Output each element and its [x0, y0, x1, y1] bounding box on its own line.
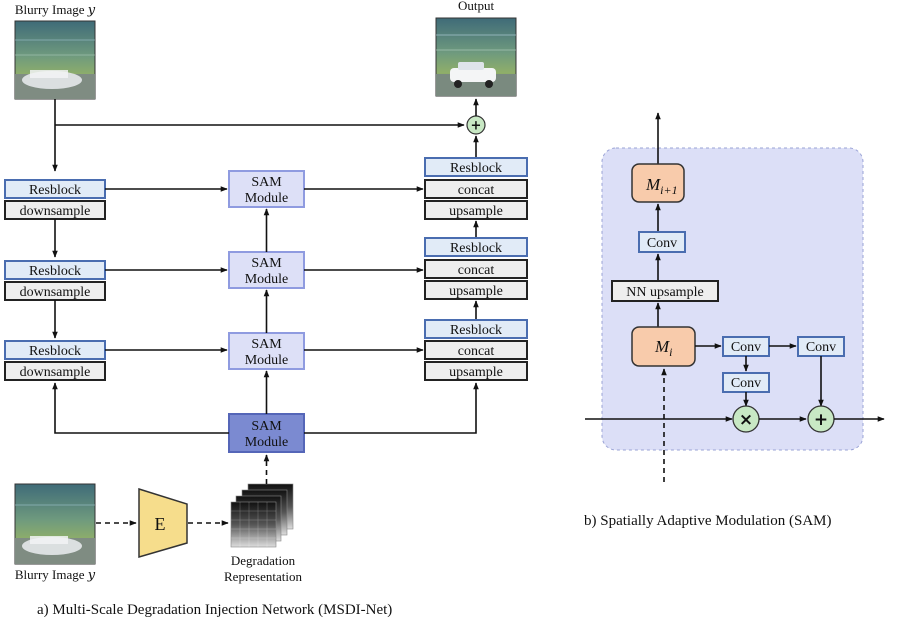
encoder-e-block: E	[138, 487, 188, 558]
svg-text:Mi: Mi	[654, 337, 673, 359]
svg-text:Conv: Conv	[647, 236, 677, 251]
blurry-image-bottom	[14, 483, 96, 565]
conv-block-right: Conv	[797, 336, 845, 357]
degradation-representation	[230, 483, 294, 548]
svg-text:Resblock: Resblock	[29, 344, 81, 359]
degradation-label-2: Representation	[224, 569, 302, 584]
m-i-block: Mi	[631, 326, 696, 367]
svg-text:SAM: SAM	[251, 175, 282, 190]
svg-text:E: E	[155, 514, 166, 534]
svg-text:SAM: SAM	[251, 337, 282, 352]
svg-text:SAM: SAM	[251, 419, 282, 434]
svg-text:upsample: upsample	[449, 365, 503, 380]
svg-text:concat: concat	[458, 263, 495, 278]
input-bottom-label: Blurry Image 𝑦	[15, 567, 96, 582]
svg-text:concat: concat	[458, 183, 495, 198]
encoder-downsample-1: downsample	[4, 200, 106, 220]
svg-text:Resblock: Resblock	[450, 323, 502, 338]
svg-text:Module: Module	[245, 353, 289, 368]
input-top-label: Blurry Image 𝑦	[15, 2, 96, 17]
svg-text:Resblock: Resblock	[29, 264, 81, 279]
svg-text:SAM: SAM	[251, 256, 282, 271]
decoder-resblock-1: Resblock	[424, 157, 528, 177]
nn-upsample-block: NN upsample	[611, 280, 719, 302]
conv-block-top: Conv	[638, 231, 686, 253]
m-next-block: Mi+1	[631, 163, 685, 203]
conv-block-lower: Conv	[722, 372, 770, 393]
svg-text:Mi+1: Mi+1	[645, 175, 678, 197]
svg-text:+: +	[814, 410, 828, 430]
decoder-upsample-2: upsample	[424, 280, 528, 300]
sam-module-bottom: SAM Module	[228, 413, 305, 453]
decoder-resblock-3: Resblock	[424, 319, 528, 339]
svg-text:Module: Module	[245, 191, 289, 206]
output-image	[435, 17, 517, 97]
svg-text:Conv: Conv	[731, 376, 761, 391]
svg-text:×: ×	[739, 410, 753, 430]
encoder-resblock-3: Resblock	[4, 340, 106, 360]
output-label: Output	[458, 0, 495, 13]
caption-right: b) Spatially Adaptive Modulation (SAM)	[584, 513, 831, 529]
svg-text:downsample: downsample	[20, 285, 91, 300]
caption-left: a) Multi-Scale Degradation Injection Net…	[37, 602, 392, 618]
encoder-resblock-1: Resblock	[4, 179, 106, 199]
decoder-concat-1: concat	[424, 179, 528, 199]
sam-module-1: SAM Module	[228, 170, 305, 208]
svg-text:Conv: Conv	[731, 340, 761, 355]
decoder-upsample-3: upsample	[424, 361, 528, 381]
svg-text:Resblock: Resblock	[29, 183, 81, 198]
svg-text:downsample: downsample	[20, 365, 91, 380]
svg-text:+: +	[471, 119, 482, 134]
sam-module-2: SAM Module	[228, 251, 305, 289]
decoder-concat-3: concat	[424, 340, 528, 360]
encoder-downsample-2: downsample	[4, 281, 106, 301]
svg-text:Resblock: Resblock	[450, 161, 502, 176]
degradation-label-1: Degradation	[231, 553, 296, 568]
svg-text:upsample: upsample	[449, 284, 503, 299]
add-op-node: +	[466, 115, 486, 135]
decoder-concat-2: concat	[424, 259, 528, 279]
blurry-image-top	[14, 20, 96, 100]
svg-text:Module: Module	[245, 272, 289, 287]
svg-text:downsample: downsample	[20, 204, 91, 219]
encoder-resblock-2: Resblock	[4, 260, 106, 280]
sam-panel	[601, 147, 864, 451]
sam-module-3: SAM Module	[228, 332, 305, 370]
svg-text:NN upsample: NN upsample	[626, 285, 703, 300]
svg-text:upsample: upsample	[449, 204, 503, 219]
svg-text:concat: concat	[458, 344, 495, 359]
decoder-upsample-1: upsample	[424, 200, 528, 220]
multiply-op-node: ×	[732, 405, 760, 433]
add-op-node-sam: +	[807, 405, 835, 433]
svg-text:Resblock: Resblock	[450, 241, 502, 256]
decoder-resblock-2: Resblock	[424, 237, 528, 257]
conv-block-mid: Conv	[722, 336, 770, 357]
svg-text:Conv: Conv	[806, 340, 836, 355]
encoder-downsample-3: downsample	[4, 361, 106, 381]
svg-text:Module: Module	[245, 435, 289, 450]
